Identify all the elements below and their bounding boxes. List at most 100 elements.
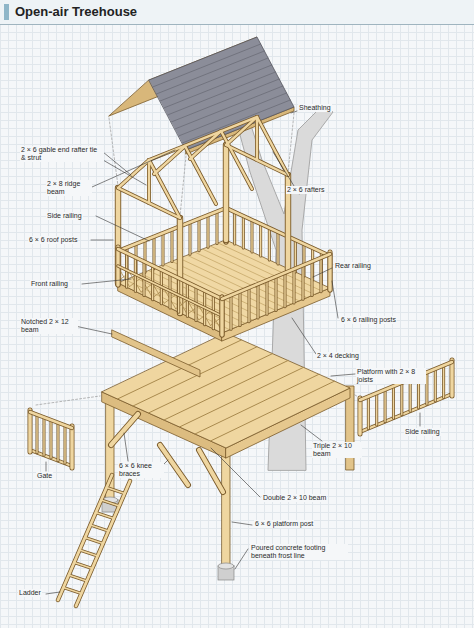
baluster — [442, 365, 445, 397]
baluster — [207, 215, 210, 247]
joist — [211, 381, 335, 441]
ladder-rung — [85, 538, 103, 544]
part-label: Gate — [36, 472, 53, 480]
baluster — [376, 393, 377, 425]
part-label: 6 × 6 knee braces — [118, 462, 164, 478]
ladder-rung — [63, 588, 81, 594]
baluster — [198, 219, 201, 251]
part-label: Notched 2 × 12 beam — [20, 318, 78, 334]
baluster — [293, 269, 294, 303]
baluster — [302, 265, 303, 299]
joist — [195, 374, 319, 434]
baluster — [275, 277, 278, 311]
baluster — [275, 277, 276, 311]
baluster — [36, 415, 37, 453]
baluster — [162, 233, 165, 265]
baluster — [269, 228, 270, 260]
baluster — [277, 232, 278, 264]
baluster — [320, 258, 323, 292]
baluster — [393, 386, 394, 418]
part-label: Platform with 2 × 8 joists — [356, 368, 426, 384]
part-label: 2 × 4 decking — [316, 352, 360, 360]
title-tag — [4, 4, 9, 20]
ladder-rung — [90, 525, 108, 531]
baluster — [248, 288, 251, 322]
top-rail — [30, 412, 72, 428]
ladder-rung — [101, 500, 119, 506]
part-label: 6 × 6 roof posts — [28, 236, 78, 244]
top-rail — [30, 412, 72, 428]
railing-post — [220, 297, 223, 335]
railing-post — [28, 410, 31, 452]
baluster — [242, 216, 245, 248]
railing-post — [220, 297, 225, 335]
baluster — [216, 212, 219, 244]
mid-rail — [118, 266, 222, 316]
baluster — [257, 284, 260, 318]
baluster — [384, 390, 385, 422]
ladder-rung — [69, 575, 87, 581]
railing-post — [70, 426, 73, 468]
baluster — [284, 273, 285, 307]
ladder-rung — [90, 525, 108, 531]
shingle-course — [153, 44, 261, 87]
railing-post — [450, 360, 455, 396]
baluster — [64, 425, 67, 463]
baluster — [162, 233, 163, 265]
baluster — [375, 393, 378, 425]
part-label: 6 × 6 railing posts — [340, 316, 397, 324]
baluster — [311, 262, 314, 296]
baluster — [293, 269, 296, 303]
part-label: Poured concrete footing beneath frost li… — [250, 544, 348, 560]
shingle-course — [160, 58, 268, 101]
ladder-rung — [107, 488, 125, 494]
ladder-rung — [96, 513, 114, 519]
mid-rail — [118, 266, 222, 316]
shingle-course — [164, 65, 272, 108]
baluster — [384, 390, 387, 422]
part-label: Triple 2 × 10 beam — [312, 442, 362, 458]
railing-post — [358, 398, 363, 434]
baluster — [230, 295, 233, 329]
baluster — [189, 222, 192, 254]
baluster — [400, 383, 403, 415]
baluster — [368, 397, 369, 429]
title-bar: Open-air Treehouse — [0, 0, 474, 25]
part-label: 2 × 6 rafters — [286, 186, 326, 194]
baluster — [248, 288, 249, 322]
deck-board — [203, 249, 307, 297]
joist — [149, 354, 273, 413]
baluster — [36, 415, 39, 453]
baluster — [392, 386, 395, 418]
shingle-course — [179, 93, 287, 136]
baluster — [434, 369, 437, 401]
baluster — [207, 215, 208, 247]
joist — [118, 340, 242, 399]
deck-board — [149, 271, 253, 320]
shingle-course — [168, 72, 276, 115]
ladder-rung — [96, 513, 114, 519]
baluster — [233, 212, 236, 244]
baluster — [171, 230, 172, 262]
ladder-rung — [69, 575, 87, 581]
ladder-rung — [80, 550, 98, 556]
baluster — [239, 292, 242, 326]
bottom-rail — [360, 394, 452, 432]
ladder-rung — [63, 588, 81, 594]
top-rail — [226, 208, 330, 256]
baluster — [435, 369, 436, 401]
baluster — [57, 423, 60, 461]
part-label: Double 2 × 10 beam — [262, 494, 327, 502]
baluster — [230, 295, 231, 329]
baluster — [216, 212, 217, 244]
baluster — [257, 284, 258, 318]
baluster — [251, 220, 254, 252]
baluster — [266, 280, 269, 314]
part-label: Rear railing — [334, 262, 372, 270]
baluster — [367, 397, 370, 429]
baluster — [43, 417, 46, 455]
shingle-course — [175, 86, 283, 129]
baluster — [234, 212, 235, 244]
ladder-rung — [80, 550, 98, 556]
baluster — [268, 228, 271, 260]
